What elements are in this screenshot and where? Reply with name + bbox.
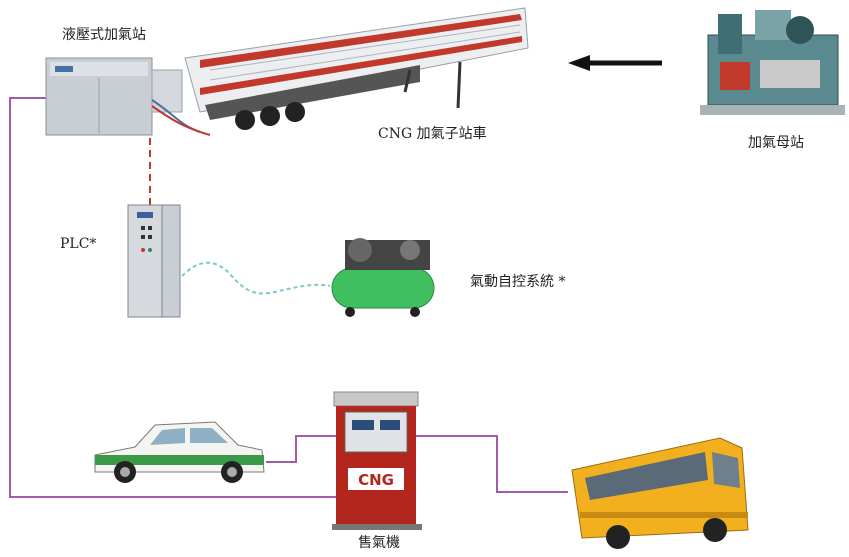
gas-pipeline-bus — [412, 435, 568, 493]
taxi-icon — [94, 421, 265, 483]
gas-pipeline-taxi — [266, 435, 336, 463]
trailer-label: CNG 加氣子站車 — [378, 126, 487, 142]
cabinet-icon — [45, 57, 211, 136]
dispenser-sign: CNG — [358, 471, 394, 489]
dispenser-label: 售氣機 — [358, 535, 400, 551]
fuel-dispenser-icon: CNG — [332, 391, 422, 530]
pneumatic-label: 氣動自控系統 * — [470, 274, 566, 290]
plc-label: PLC* — [60, 236, 97, 252]
control-cabinet-icon — [127, 204, 181, 318]
hydraulic-station-label: 液壓式加氣站 — [62, 27, 146, 43]
compressor-plant-icon — [700, 10, 845, 115]
gas-pipeline-main — [9, 97, 336, 498]
tube-trailer-icon — [184, 7, 529, 130]
supply-arrow — [568, 55, 662, 71]
bus-icon — [571, 437, 749, 549]
mother-station-label: 加氣母站 — [748, 135, 804, 151]
air-compressor-icon — [331, 238, 435, 317]
air-cable — [181, 261, 331, 295]
